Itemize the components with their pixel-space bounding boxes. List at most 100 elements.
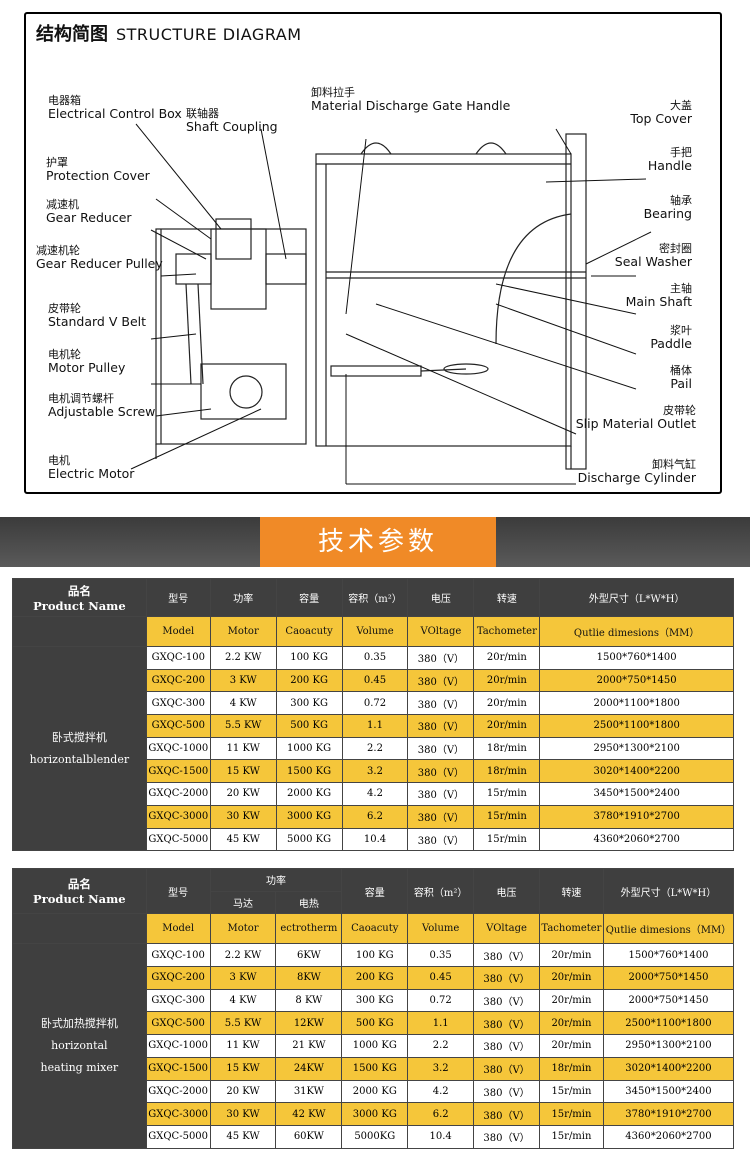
table-cell: 1500 KG — [275, 759, 343, 784]
table-cell: 15 KW — [209, 1056, 277, 1081]
table-cell: 0.72 — [407, 988, 475, 1013]
table-cell: 2500*1100*1800 — [539, 714, 734, 738]
cell-text: horizontalblender — [29, 752, 130, 766]
table-cell: 2950*1300*2100 — [539, 736, 734, 761]
table-cell: 11 KW — [209, 736, 277, 761]
sub-model: Model — [145, 913, 211, 945]
table-cell: 5000 KG — [275, 827, 343, 852]
table-cell: 380（V） — [407, 668, 475, 693]
table-cell: 3.2 — [407, 1056, 475, 1081]
table-cell: 2950*1300*2100 — [602, 1034, 735, 1058]
table-cell: 380（V） — [473, 988, 540, 1013]
table-cell: 380（V） — [473, 943, 540, 968]
label-text-cn: 轴承 — [670, 194, 692, 207]
table-cell: 12KW — [275, 1011, 343, 1036]
sub-capacity: Caoacuty — [341, 913, 409, 945]
table-cell: 200 KG — [341, 966, 409, 990]
label-text-cn: 主轴 — [670, 282, 692, 295]
sub-capacity: Caoacuty — [275, 616, 343, 647]
label-text-cn: 浆叶 — [670, 324, 692, 337]
table-cell: 8 KW — [275, 988, 343, 1013]
table-cell: GXQC-3000 — [145, 804, 211, 829]
label-text-en: Electrical Control Box — [48, 106, 182, 121]
table-cell: 20r/min — [538, 1034, 604, 1058]
sub-motor: Motor — [209, 913, 277, 945]
table-cell: 15r/min — [538, 1124, 604, 1149]
table-cell: 500 KG — [341, 1011, 409, 1036]
table-cell: 0.45 — [341, 668, 409, 693]
table-cell: 4360*2060*2700 — [539, 827, 734, 852]
table-cell: 380（V） — [473, 1102, 540, 1126]
label-text-cn: 皮带轮 — [663, 404, 696, 417]
label-text-cn: 卸料气缸 — [652, 458, 696, 471]
table-cell: 4.2 — [341, 782, 409, 806]
header-speed: 转速 — [473, 578, 541, 617]
label-text-en: Motor Pulley — [48, 360, 126, 375]
cell-text: Product Name — [33, 892, 126, 907]
label-text-en: Seal Washer — [614, 254, 692, 269]
table-cell: 100 KG — [275, 646, 343, 670]
header-volume: 容积（m²） — [407, 867, 475, 915]
table-cell: GXQC-2000 — [145, 1079, 211, 1104]
table-cell: GXQC-3000 — [145, 1102, 211, 1126]
label-text-en: Gear Reducer Pulley — [36, 256, 163, 271]
table-cell: 1500 KG — [341, 1056, 409, 1081]
label-text-en: Main Shaft — [625, 294, 692, 309]
table-cell: 380（V） — [473, 1056, 540, 1081]
table-cell: 4 KW — [209, 691, 277, 716]
table-cell: 1000 KG — [341, 1034, 409, 1058]
table-cell: 1000 KG — [275, 736, 343, 761]
table-cell: 15r/min — [538, 1102, 604, 1126]
table-cell: 20r/min — [473, 668, 541, 693]
header-blank — [12, 913, 147, 945]
label-text-cn: 电机 — [48, 454, 70, 467]
table-cell: 380（V） — [407, 782, 475, 806]
sub-voltage: VOltage — [407, 616, 475, 647]
table-cell: 10.4 — [341, 827, 409, 852]
label-text-cn: 电器箱 — [48, 94, 81, 107]
table-cell: 2.2 — [407, 1034, 475, 1058]
sub-volume: Volume — [341, 616, 409, 647]
table-cell: 30 KW — [209, 804, 277, 829]
table-cell: 380（V） — [407, 736, 475, 761]
header-capacity: 容量 — [275, 578, 343, 617]
table-cell: 380（V） — [473, 1124, 540, 1149]
table-cell: 0.72 — [341, 691, 409, 716]
table-cell: 2.2 KW — [209, 943, 277, 968]
header-motor-cn: 马达 — [209, 890, 277, 915]
label-text-cn: 电机轮 — [48, 348, 81, 361]
header-heat-cn: 电热 — [275, 890, 343, 915]
section-title: 技术参数 — [260, 517, 496, 567]
table-cell: 6.2 — [341, 804, 409, 829]
label-text-en: Bearing — [643, 206, 692, 221]
table-cell: 3000 KG — [275, 804, 343, 829]
label-text-en: Top Cover — [630, 111, 692, 126]
cell-text: 卧式加热搅拌机 — [40, 1016, 118, 1030]
cell-text: horizontal — [51, 1038, 108, 1052]
table-cell: 15r/min — [538, 1079, 604, 1104]
table-cell: 2500*1100*1800 — [602, 1011, 735, 1036]
table-cell: GXQC-1000 — [145, 1034, 211, 1058]
table-cell: 4 KW — [209, 988, 277, 1013]
table-cell: 3020*1400*2200 — [602, 1056, 735, 1081]
table-cell: 380（V） — [473, 966, 540, 990]
diagram-title-cn: 结构简图 — [36, 24, 108, 45]
table-cell: GXQC-200 — [145, 668, 211, 693]
table-cell: 0.45 — [407, 966, 475, 990]
table-cell: 2000*750*1450 — [602, 966, 735, 990]
